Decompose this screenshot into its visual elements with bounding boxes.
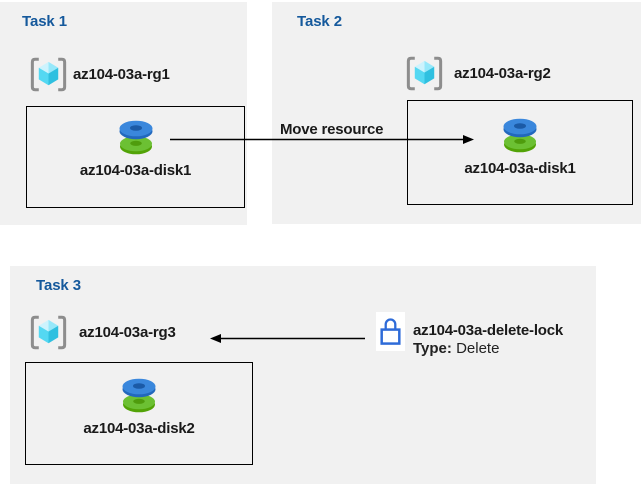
disk-icon: [122, 378, 156, 413]
lock-name-label: az104-03a-delete-lock: [413, 322, 564, 339]
task1-resource-group: az104-03a-rg1: [30, 57, 170, 92]
move-resource-label: Move resource: [280, 121, 384, 138]
lock-type-value: Delete: [456, 340, 500, 357]
task1-panel: Task 1 az104-03a-rg1 az104-03a-disk1: [0, 2, 247, 225]
resource-label: az104-03a-disk2: [83, 420, 195, 437]
task2-resource-group: az104-03a-rg2: [406, 56, 551, 91]
resource-group-label: az104-03a-rg1: [73, 66, 170, 83]
task1-resource-box: az104-03a-disk1: [26, 106, 245, 208]
delete-lock-arrow: [210, 334, 365, 343]
task2-resource-box: az104-03a-disk1: [407, 100, 633, 205]
resource-group-label: az104-03a-rg3: [79, 324, 176, 341]
resource-label: az104-03a-disk1: [79, 162, 192, 179]
lock-type-key: Type:: [413, 340, 452, 357]
task3-title: Task 3: [36, 277, 81, 294]
task2-title: Task 2: [297, 13, 342, 30]
lock-type-label: Type: Delete: [413, 340, 563, 358]
arrowhead-left-icon: [210, 334, 221, 343]
resource-group-icon: [30, 315, 67, 350]
resource-group-icon: [30, 57, 67, 92]
task3-panel: Task 3 az104-03a-rg3 az104-03a-disk2: [10, 266, 596, 484]
disk-icon: [119, 120, 152, 155]
lock-label-block: az104-03a-delete-lock Type: Delete: [413, 322, 563, 358]
arrowhead-right-icon: [463, 135, 474, 144]
disk-icon: [503, 118, 537, 153]
resource-label: az104-03a-disk1: [464, 160, 576, 177]
resource-group-icon: [406, 56, 443, 91]
task2-panel: Task 2 az104-03a-rg2 az104-03a-disk1: [272, 2, 641, 224]
lock-tile: [376, 312, 405, 351]
lock-icon: [380, 318, 401, 345]
task1-title: Task 1: [22, 13, 67, 30]
resource-group-label: az104-03a-rg2: [454, 65, 551, 82]
task3-resource-box: az104-03a-disk2: [25, 362, 253, 465]
task3-resource-group: az104-03a-rg3: [30, 315, 176, 350]
move-resource-arrow: [170, 135, 474, 144]
